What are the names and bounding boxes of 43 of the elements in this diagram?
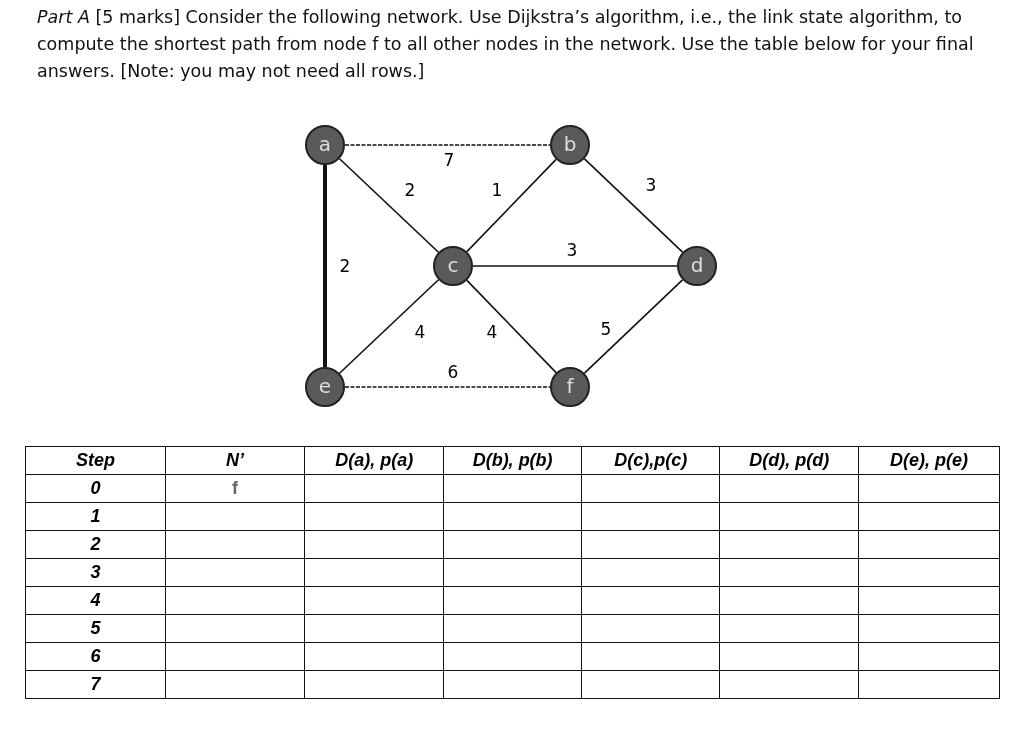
column-header: N’ (226, 450, 245, 470)
edge-line (472, 265, 678, 267)
edge-line (583, 279, 684, 374)
edge-weight: 3 (644, 176, 658, 194)
edge-line (466, 279, 557, 374)
node-circle: f (550, 367, 590, 407)
edge-weight: 5 (599, 320, 613, 338)
step-number: 1 (90, 506, 101, 526)
node-circle: d (677, 246, 717, 286)
column-header: D(e), p(e) (890, 450, 969, 470)
edge-weight: 1 (490, 181, 504, 199)
node-circle: e (305, 367, 345, 407)
edge-weight: 3 (565, 241, 579, 259)
step-number: 6 (90, 646, 101, 666)
step-number: 7 (90, 674, 101, 694)
edge-line (338, 157, 440, 254)
node-circle: b (550, 125, 590, 165)
column-header: D(d), p(d) (749, 450, 830, 470)
node-circle: c (433, 246, 473, 286)
edge-line (323, 165, 327, 367)
edge-line (583, 158, 684, 253)
edge-weight: 6 (446, 363, 460, 381)
step-number: 5 (90, 618, 101, 638)
step-number: 0 (90, 478, 101, 498)
question-text: Part A [5 marks] Consider the following network. Use Dijkstra’s algorithm, i.e., the link state algorithm, to compute the shortest path from node f to all other nodes in the network. Use the table below for your final answers. [Note: you may not need all rows.] (37, 6, 975, 83)
step-number: 4 (90, 590, 101, 610)
step-number: 2 (90, 534, 101, 554)
node-circle: a (305, 125, 345, 165)
column-header: D(a), p(a) (335, 450, 414, 470)
edge-line (338, 278, 440, 375)
column-header: Step (75, 450, 115, 470)
step-number: 3 (90, 562, 101, 582)
edge-weight: 4 (485, 323, 499, 341)
edge-weight: 7 (442, 151, 456, 169)
column-header: D(c),p(c) (614, 450, 688, 470)
edge-weight: 2 (338, 257, 352, 275)
edge-line (344, 144, 551, 146)
edge-line (344, 386, 551, 388)
node-set-entry: f (232, 478, 239, 498)
edge-weight: 4 (413, 323, 427, 341)
edge-line (466, 158, 557, 253)
column-header: D(b), p(b) (472, 450, 553, 470)
edge-weight: 2 (403, 181, 417, 199)
